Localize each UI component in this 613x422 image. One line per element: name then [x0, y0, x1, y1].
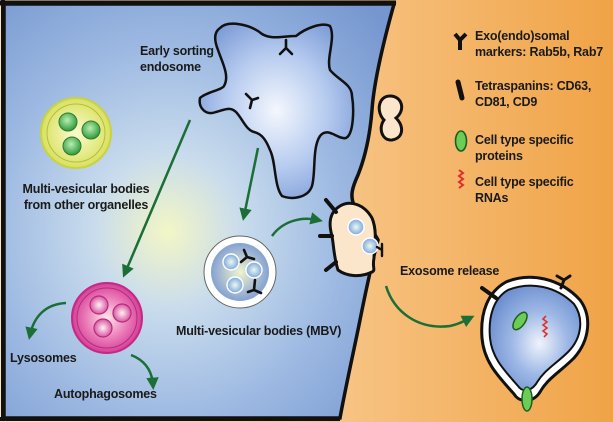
- endosome-y-marker-top: [278, 38, 294, 56]
- label-line: endosome: [140, 60, 201, 74]
- arrow-to-autophagosomes: [130, 353, 159, 390]
- multi-vesicular-body: [203, 235, 277, 309]
- legend-line: CD81, CD9: [475, 95, 538, 109]
- green-oval-protein-icon: [454, 130, 468, 152]
- arrow-endosome-to-mvb: [239, 147, 260, 221]
- lysosome-body: [71, 282, 143, 354]
- legend-line: Cell type specific: [475, 133, 574, 147]
- label-early-sorting-endosome: Early sorting endosome: [140, 43, 214, 75]
- fusing-mvb: [318, 198, 384, 278]
- legend-item-rnas: Cell type specific RNAs: [475, 174, 574, 206]
- arrow-endosome-to-lysosome: [122, 119, 192, 278]
- arrow-to-lysosomes: [25, 301, 67, 340]
- label-line: from other organelles: [23, 198, 149, 212]
- label-line: Early sorting: [140, 44, 214, 58]
- legend-line: Tetraspanins: CD63,: [475, 79, 592, 93]
- released-exosome: [480, 274, 590, 412]
- arrow-exosome-release: [384, 285, 475, 328]
- legend-line: Cell type specific: [475, 175, 574, 189]
- y-marker-icon: [453, 32, 468, 50]
- label-lysosomes: Lysosomes: [10, 351, 77, 365]
- label-exosome-release: Exosome release: [400, 264, 500, 278]
- label-line: Multi-vesicular bodies: [22, 182, 150, 196]
- label-autophagosomes: Autophagosomes: [54, 387, 157, 401]
- legend-item-proteins: Cell type specific proteins: [475, 132, 574, 164]
- early-sorting-endosome: [198, 22, 355, 200]
- legend-line: RNAs: [475, 191, 509, 205]
- tetraspanin-bar-icon: [455, 79, 465, 101]
- legend-item-exoendosomal-markers: Exo(endo)somal markers: Rab5b, Rab7: [475, 28, 603, 60]
- legend-line: proteins: [475, 149, 523, 163]
- label-mvb-other-organelles: Multi-vesicular bodies from other organe…: [16, 181, 156, 213]
- arrow-mvb-to-membrane: [270, 212, 323, 237]
- label-mvb: Multi-vesicular bodies (MBV): [176, 324, 342, 338]
- legend-item-tetraspanins: Tetraspanins: CD63, CD81, CD9: [475, 78, 591, 110]
- legend-line: markers: Rab5b, Rab7: [475, 45, 604, 59]
- legend-line: Exo(endo)somal: [475, 29, 570, 43]
- endosome-y-marker-bottom: [244, 92, 260, 110]
- red-squiggle-rna-icon: [457, 169, 465, 189]
- membrane-bleb: [377, 94, 404, 142]
- mvb-other-organelles: [40, 97, 112, 169]
